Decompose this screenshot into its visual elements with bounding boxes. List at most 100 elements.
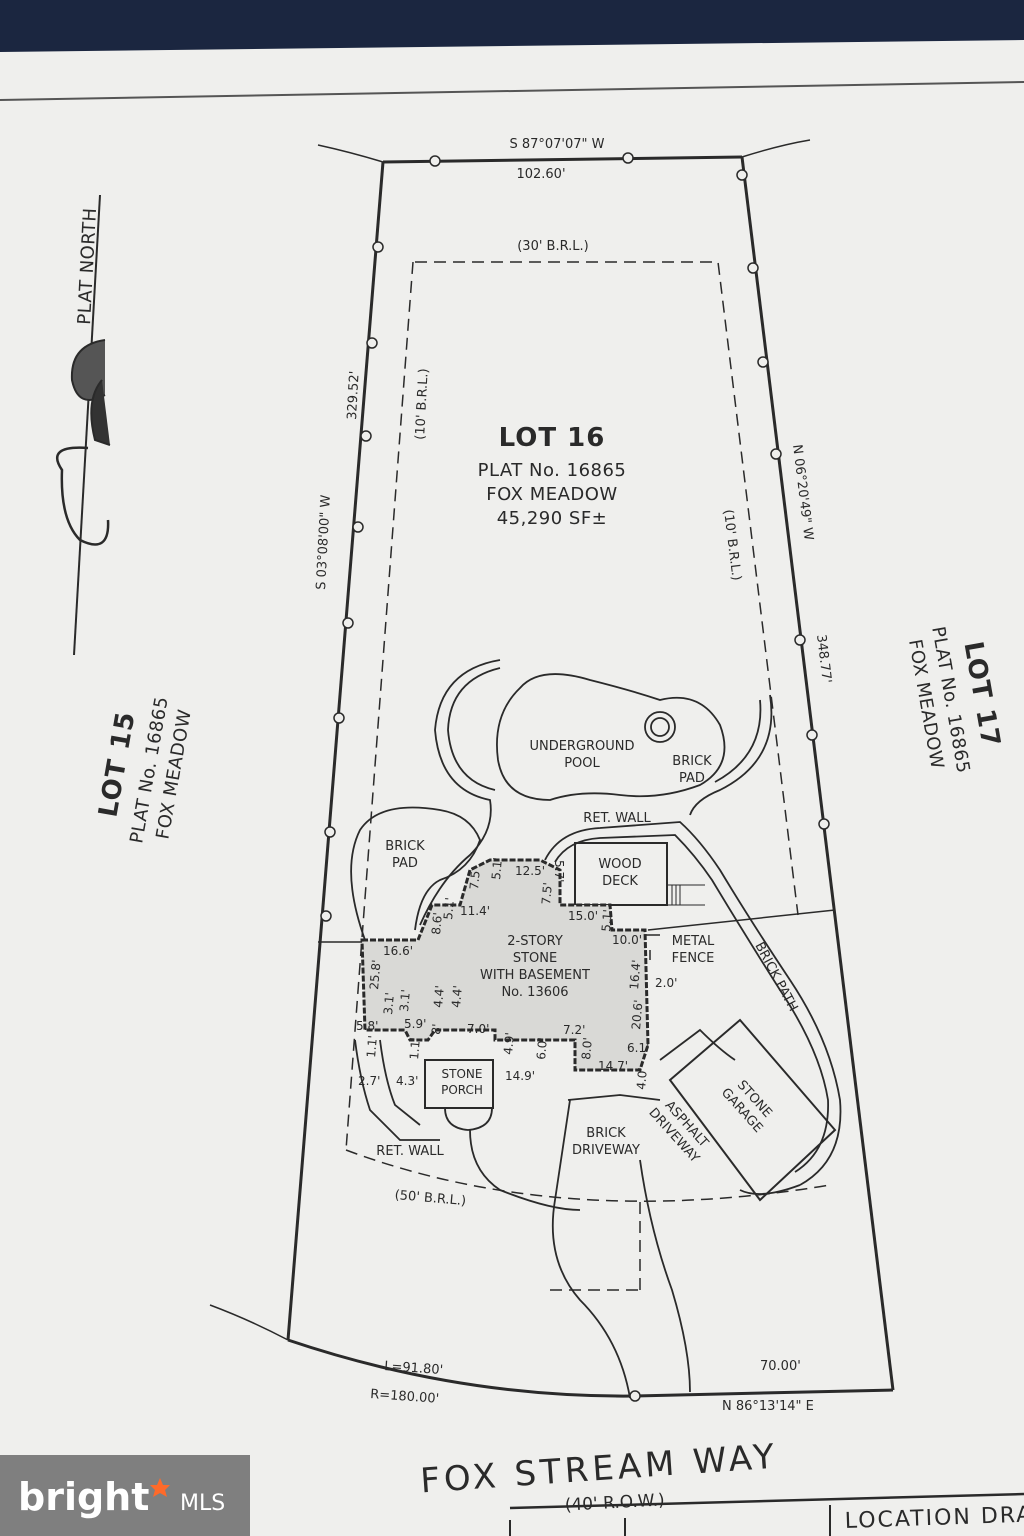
brick-pad-left-label-2: PAD	[392, 856, 418, 871]
lot16-name: LOT 16	[499, 423, 606, 453]
north-arrow-icon	[56, 194, 111, 656]
dim-4-4a: 4.4'	[431, 985, 447, 1009]
driveway-lines	[469, 1028, 801, 1399]
dim-15-0: 15.0'	[568, 909, 598, 923]
top-bearing: S 87°07'07" W	[509, 137, 604, 152]
dim-7-5b: 7.5'	[539, 882, 555, 906]
house-footprint	[360, 858, 650, 1072]
dim-14-7: 14.7'	[598, 1059, 628, 1073]
deck-stairs	[668, 884, 705, 906]
brick-pad-right-label-1: BRICK	[672, 754, 712, 769]
house-dimensions: 7.5' 5.1' 12.5' 5.7' 7.5' 15.0' 5.1' 11.…	[356, 857, 677, 1091]
brick-driveway-label-1: BRICK	[586, 1126, 626, 1141]
dim-1-1a: 1.1'	[364, 1035, 380, 1059]
dim-5-7: 5.7'	[552, 860, 566, 882]
top-distance: 102.60'	[516, 167, 565, 182]
bottom-distance: 70.00'	[760, 1359, 801, 1374]
dim-1-1b: 1.1'	[407, 1037, 423, 1061]
dim-6-1: 6.1'	[627, 1041, 649, 1055]
arc-length: L=91.80'	[384, 1359, 444, 1378]
pool-label-2: POOL	[564, 756, 600, 771]
dim-3-1a: 3.1'	[381, 992, 397, 1016]
lot16-plat: PLAT No. 16865	[478, 460, 627, 481]
lot16-area: 45,290 SF±	[497, 508, 608, 529]
wood-deck-label-1: WOOD	[598, 857, 641, 872]
dim-8-6: 8.6'	[429, 912, 445, 936]
dim-5-8: 5.8'	[356, 1019, 378, 1033]
pool-deck-outer-right	[689, 694, 773, 816]
side-line-right	[647, 909, 836, 931]
dim-2-7: 2.7'	[358, 1074, 380, 1088]
dim-7-5a: 7.5'	[467, 867, 483, 891]
dim-25-8: 25.8'	[367, 959, 384, 990]
porch-steps	[444, 1107, 493, 1131]
pool-area	[419, 659, 773, 926]
house-label-3: WITH BASEMENT	[480, 968, 590, 983]
pool-spa-inner	[650, 717, 670, 737]
right-distance: 348.77'	[813, 634, 834, 685]
brl-left: (10' B.R.L.)	[413, 368, 432, 440]
dim-6-0: 6.0'	[534, 1037, 550, 1061]
left-distance: 329.52'	[345, 370, 363, 420]
ret-wall-bottom-label: RET. WALL	[376, 1144, 444, 1159]
dim-7-2: 7.2'	[563, 1023, 585, 1037]
brick-pad-right-label-2: PAD	[679, 771, 705, 786]
arc-radius: R=180.00'	[370, 1387, 440, 1407]
dim-11-4: 11.4'	[460, 904, 490, 918]
brl-top: (30' B.R.L.)	[517, 239, 589, 254]
dim-2-0: 2.0'	[655, 976, 677, 990]
bottom-bearing: N 86°13'14" E	[722, 1399, 814, 1414]
front-brl-dashes	[345, 1149, 831, 1202]
brick-pad-left-label-1: BRICK	[385, 839, 425, 854]
brick-path-outer	[544, 821, 842, 1186]
watermark-star-icon	[150, 1478, 170, 1497]
metal-fence-label-1: METAL	[672, 934, 715, 949]
boundary-markers	[320, 152, 830, 1402]
house-label-2: STONE	[513, 951, 557, 966]
watermark-suffix: MLS	[180, 1491, 225, 1516]
retaining-walls	[354, 821, 842, 1186]
lot16-subdivision: FOX MEADOW	[486, 484, 617, 505]
left-bearing: S 03°08'00" W	[314, 494, 334, 590]
bright-mls-watermark: bright MLS	[0, 1455, 250, 1536]
dim-5-1a: 5.1'	[489, 857, 505, 881]
dim-5-1b: 5.1'	[599, 909, 615, 933]
dim-3-1b: 3.1'	[397, 989, 413, 1013]
dim-4-3: 4.3'	[396, 1074, 418, 1088]
ret-wall-front-inner	[379, 1039, 421, 1126]
pool-deck-inner-right	[714, 699, 762, 783]
brl-front: (50' B.R.L.)	[394, 1188, 467, 1209]
stone-porch-label-1: STONE	[442, 1067, 483, 1081]
pool-deck-inner-left	[447, 667, 501, 791]
dim-12-5: 12.5'	[515, 864, 545, 878]
dim-16-6: 16.6'	[383, 944, 413, 958]
dim-5-1c: 5.1'	[441, 897, 457, 921]
dim-8-0: 8.0'	[579, 1037, 595, 1061]
stone-porch-outline	[424, 1059, 494, 1109]
house-label-4: No. 13606	[501, 985, 568, 1000]
pool-label-1: UNDERGROUND	[529, 739, 634, 754]
pool-deck-outer-left	[419, 659, 501, 926]
brick-pad-left-outline	[350, 806, 481, 941]
dim-4-9: 4.9'	[501, 1032, 517, 1056]
metal-fence-label-2: FENCE	[672, 951, 715, 966]
dim-7-0: 7.0'	[467, 1022, 489, 1036]
brick-driveway-label-2: DRIVEWAY	[572, 1143, 640, 1158]
dim-20-6: 20.6'	[629, 999, 646, 1030]
brick-path-inner	[554, 834, 829, 1173]
title-block: LOCATION DRA	[509, 1492, 1024, 1536]
paper-border-line	[0, 81, 1024, 101]
wood-deck-label-2: DECK	[602, 874, 638, 889]
dim-8: 8'	[429, 1023, 444, 1035]
wood-deck-outline	[574, 842, 668, 906]
house-label-1: 2-STORY	[507, 934, 563, 949]
building-restriction-line	[345, 261, 799, 1290]
dim-4-4b: 4.4'	[449, 985, 465, 1009]
ret-wall-top-label: RET. WALL	[583, 811, 651, 826]
dim-16-4: 16.4'	[627, 959, 644, 990]
watermark-brand: bright	[18, 1475, 149, 1519]
underground-pool	[496, 673, 726, 801]
location-drawing-label: LOCATION DRA	[844, 1502, 1024, 1534]
